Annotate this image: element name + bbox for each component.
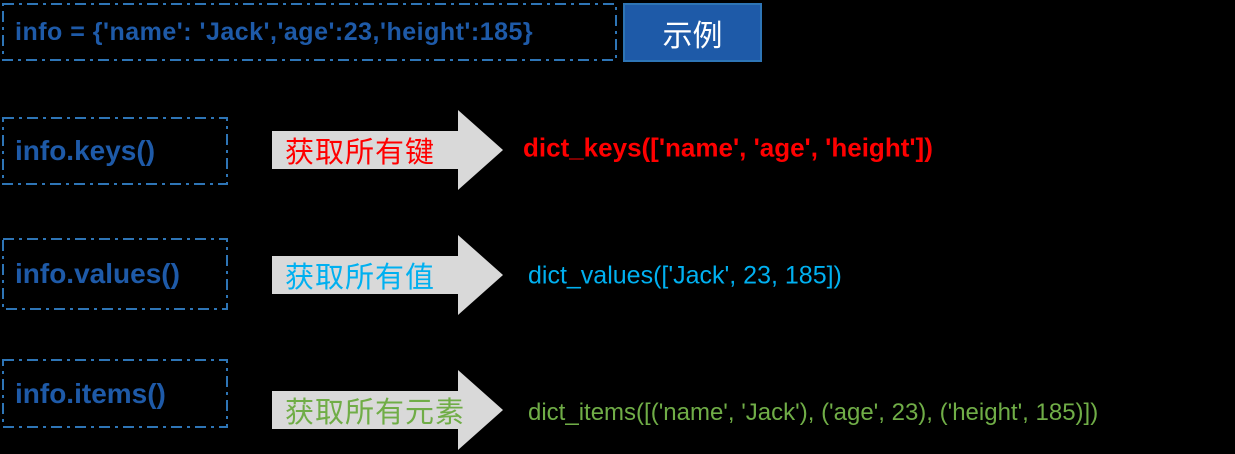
arrow-values: 获取所有值 — [272, 235, 503, 315]
result-keys: dict_keys(['name', 'age', 'height']) — [523, 132, 933, 163]
arrow-items: 获取所有元素 — [272, 370, 503, 450]
method-label-values: info.values() — [15, 258, 180, 289]
method-box-keys: info.keys() — [2, 117, 228, 185]
arrow-label-items: 获取所有元素 — [285, 397, 466, 429]
right-block-arrow-icon — [272, 235, 503, 315]
result-values: dict_values(['Jack', 23, 185]) — [528, 261, 842, 290]
dict-definition-code: info = {'name': 'Jack','age':23,'height'… — [15, 17, 534, 46]
example-badge-label: 示例 — [662, 19, 723, 53]
method-box-items: info.items() — [2, 359, 228, 428]
arrow-label-keys: 获取所有键 — [285, 137, 436, 169]
result-items: dict_items([('name', 'Jack'), ('age', 23… — [528, 399, 1099, 426]
arrow-label-values: 获取所有值 — [285, 262, 436, 294]
right-block-arrow-icon — [272, 110, 503, 190]
example-badge: 示例 — [623, 3, 762, 62]
method-label-keys: info.keys() — [15, 135, 156, 166]
arrow-keys: 获取所有键 — [272, 110, 503, 190]
method-label-items: info.items() — [15, 377, 166, 409]
dict-definition-box: info = {'name': 'Jack','age':23,'height'… — [2, 3, 617, 61]
right-block-arrow-icon — [272, 370, 503, 450]
method-box-values: info.values() — [2, 238, 228, 310]
